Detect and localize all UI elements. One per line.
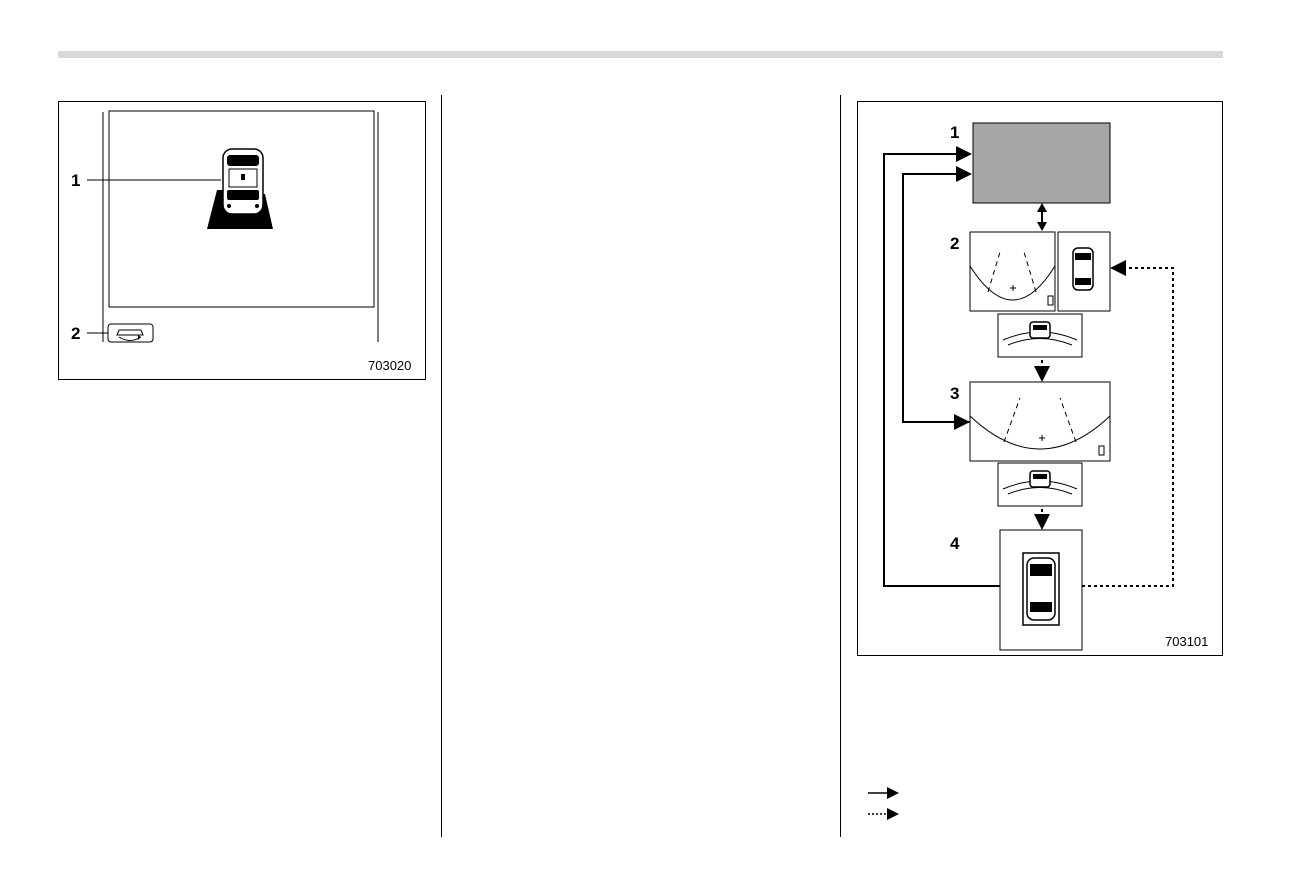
figure-display-drawing — [59, 102, 427, 381]
screen-label-4: 4 — [950, 535, 959, 552]
figure-display-screen: 1 2 703020 — [58, 101, 426, 380]
arrow-legend — [866, 784, 906, 824]
screen-2-rear-view — [970, 232, 1055, 311]
screen-label-2: 2 — [950, 235, 959, 252]
car-top-view-icon — [207, 149, 273, 229]
figure-view-sequence: 1 2 3 4 703101 — [857, 101, 1223, 656]
screen-label-1: 1 — [950, 124, 959, 141]
callout-1: 1 — [71, 172, 80, 189]
figure-code: 703101 — [1165, 635, 1208, 648]
column-divider-1 — [441, 95, 442, 837]
screen-label-3: 3 — [950, 385, 959, 402]
camera-view-switch-icon — [108, 324, 153, 342]
screen-1-box — [973, 123, 1110, 203]
solid-loop-3 — [903, 174, 970, 422]
double-arrow-icon — [1037, 203, 1047, 231]
header-rule — [58, 51, 1223, 58]
transition-view-2-to-3 — [998, 314, 1082, 357]
legend-drawing — [866, 784, 906, 824]
figure-code: 703020 — [368, 359, 411, 372]
callout-2: 2 — [71, 325, 80, 342]
view-sequence-drawing — [858, 102, 1224, 657]
solid-loop-outer — [884, 154, 1000, 586]
transition-view-3-to-4 — [998, 463, 1082, 506]
column-divider-2 — [840, 95, 841, 837]
